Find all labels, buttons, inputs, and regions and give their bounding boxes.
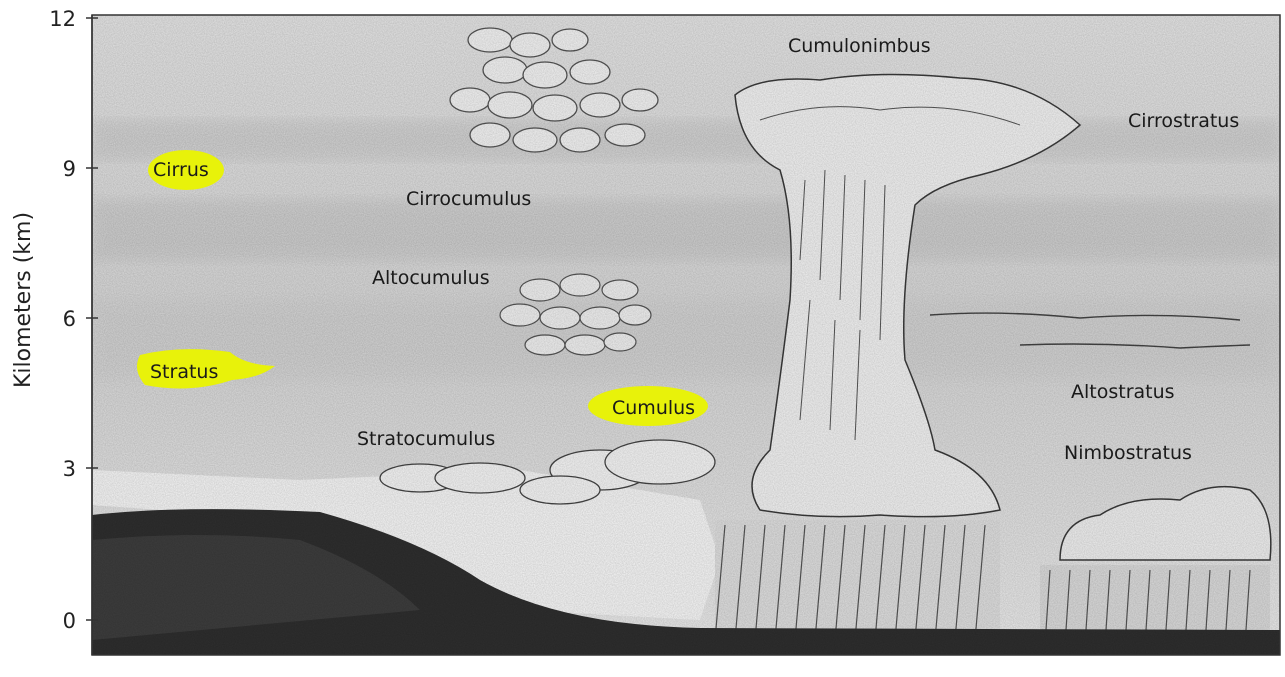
- label-stratocumulus: Stratocumulus: [357, 428, 495, 450]
- label-altocumulus: Altocumulus: [372, 267, 490, 289]
- y-tick-label-9: 9: [63, 157, 76, 181]
- label-cumulonimbus: Cumulonimbus: [788, 35, 931, 57]
- label-cirrus: Cirrus: [153, 159, 209, 181]
- label-nimbostratus: Nimbostratus: [1064, 442, 1192, 464]
- label-cirrocumulus: Cirrocumulus: [406, 188, 531, 210]
- y-tick-label-6: 6: [63, 307, 76, 331]
- pencil-grain-texture: [92, 15, 1280, 655]
- y-tick-label-3: 3: [63, 457, 76, 481]
- y-axis: 12 9 6 3 0 Kilometers (km): [11, 7, 98, 655]
- y-tick-label-12: 12: [49, 7, 76, 31]
- y-tick-label-0: 0: [63, 609, 76, 633]
- label-altostratus: Altostratus: [1071, 381, 1175, 403]
- plot-area: Cumulonimbus Cirrostratus Cirrus Cirrocu…: [92, 15, 1285, 677]
- label-stratus: Stratus: [150, 361, 218, 383]
- y-axis-title: Kilometers (km): [11, 212, 36, 388]
- label-cirrostratus: Cirrostratus: [1128, 110, 1239, 132]
- label-cumulus: Cumulus: [612, 397, 695, 419]
